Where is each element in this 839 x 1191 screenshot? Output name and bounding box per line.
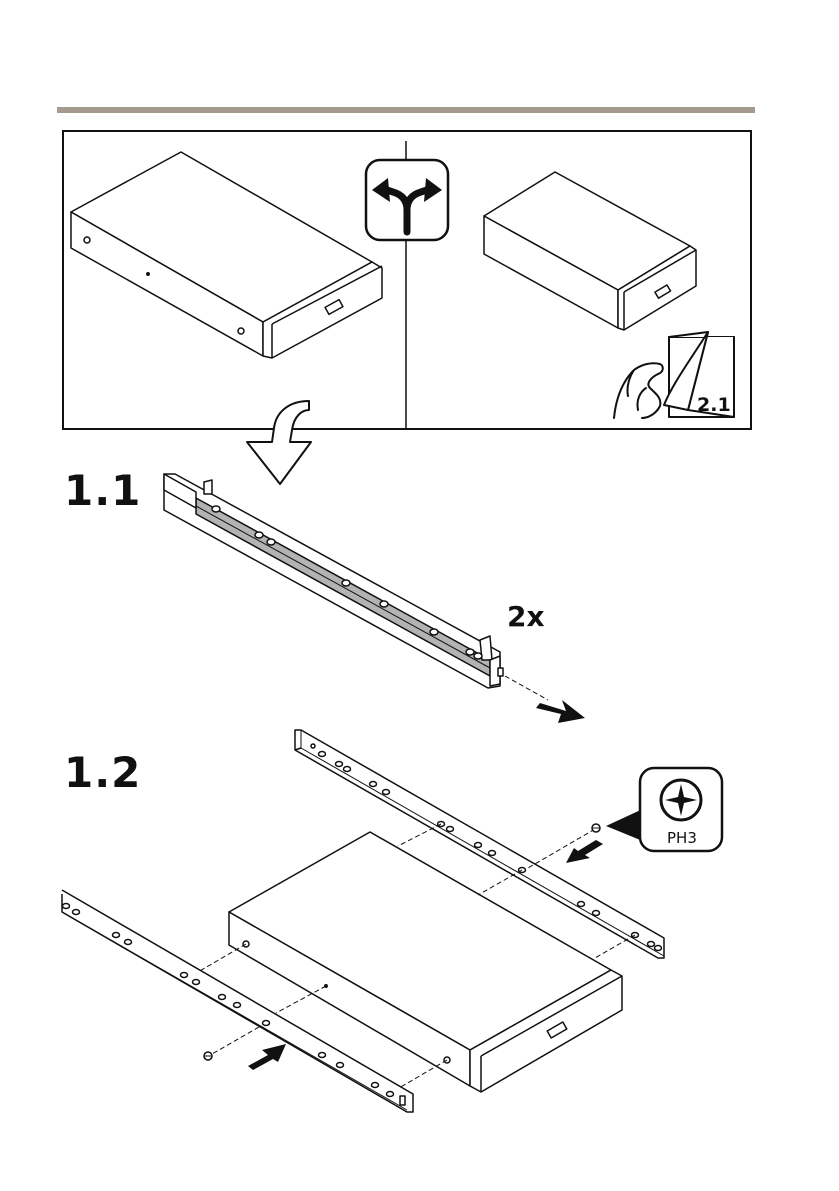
push-arrow-icon xyxy=(536,700,585,723)
step-label-1-2: 1.2 xyxy=(64,748,141,797)
peel-step-label: 2.1 xyxy=(697,394,731,416)
rail-1-1 xyxy=(164,474,503,688)
quantity-label: 2x xyxy=(507,600,545,633)
split-arrow-icon xyxy=(366,160,448,240)
guide-line xyxy=(505,676,548,700)
phillips-screwdriver-icon xyxy=(606,768,722,851)
step-label-1-1: 1.1 xyxy=(64,466,141,515)
device-1-2 xyxy=(229,832,622,1092)
tool-label: PH3 xyxy=(667,829,697,847)
